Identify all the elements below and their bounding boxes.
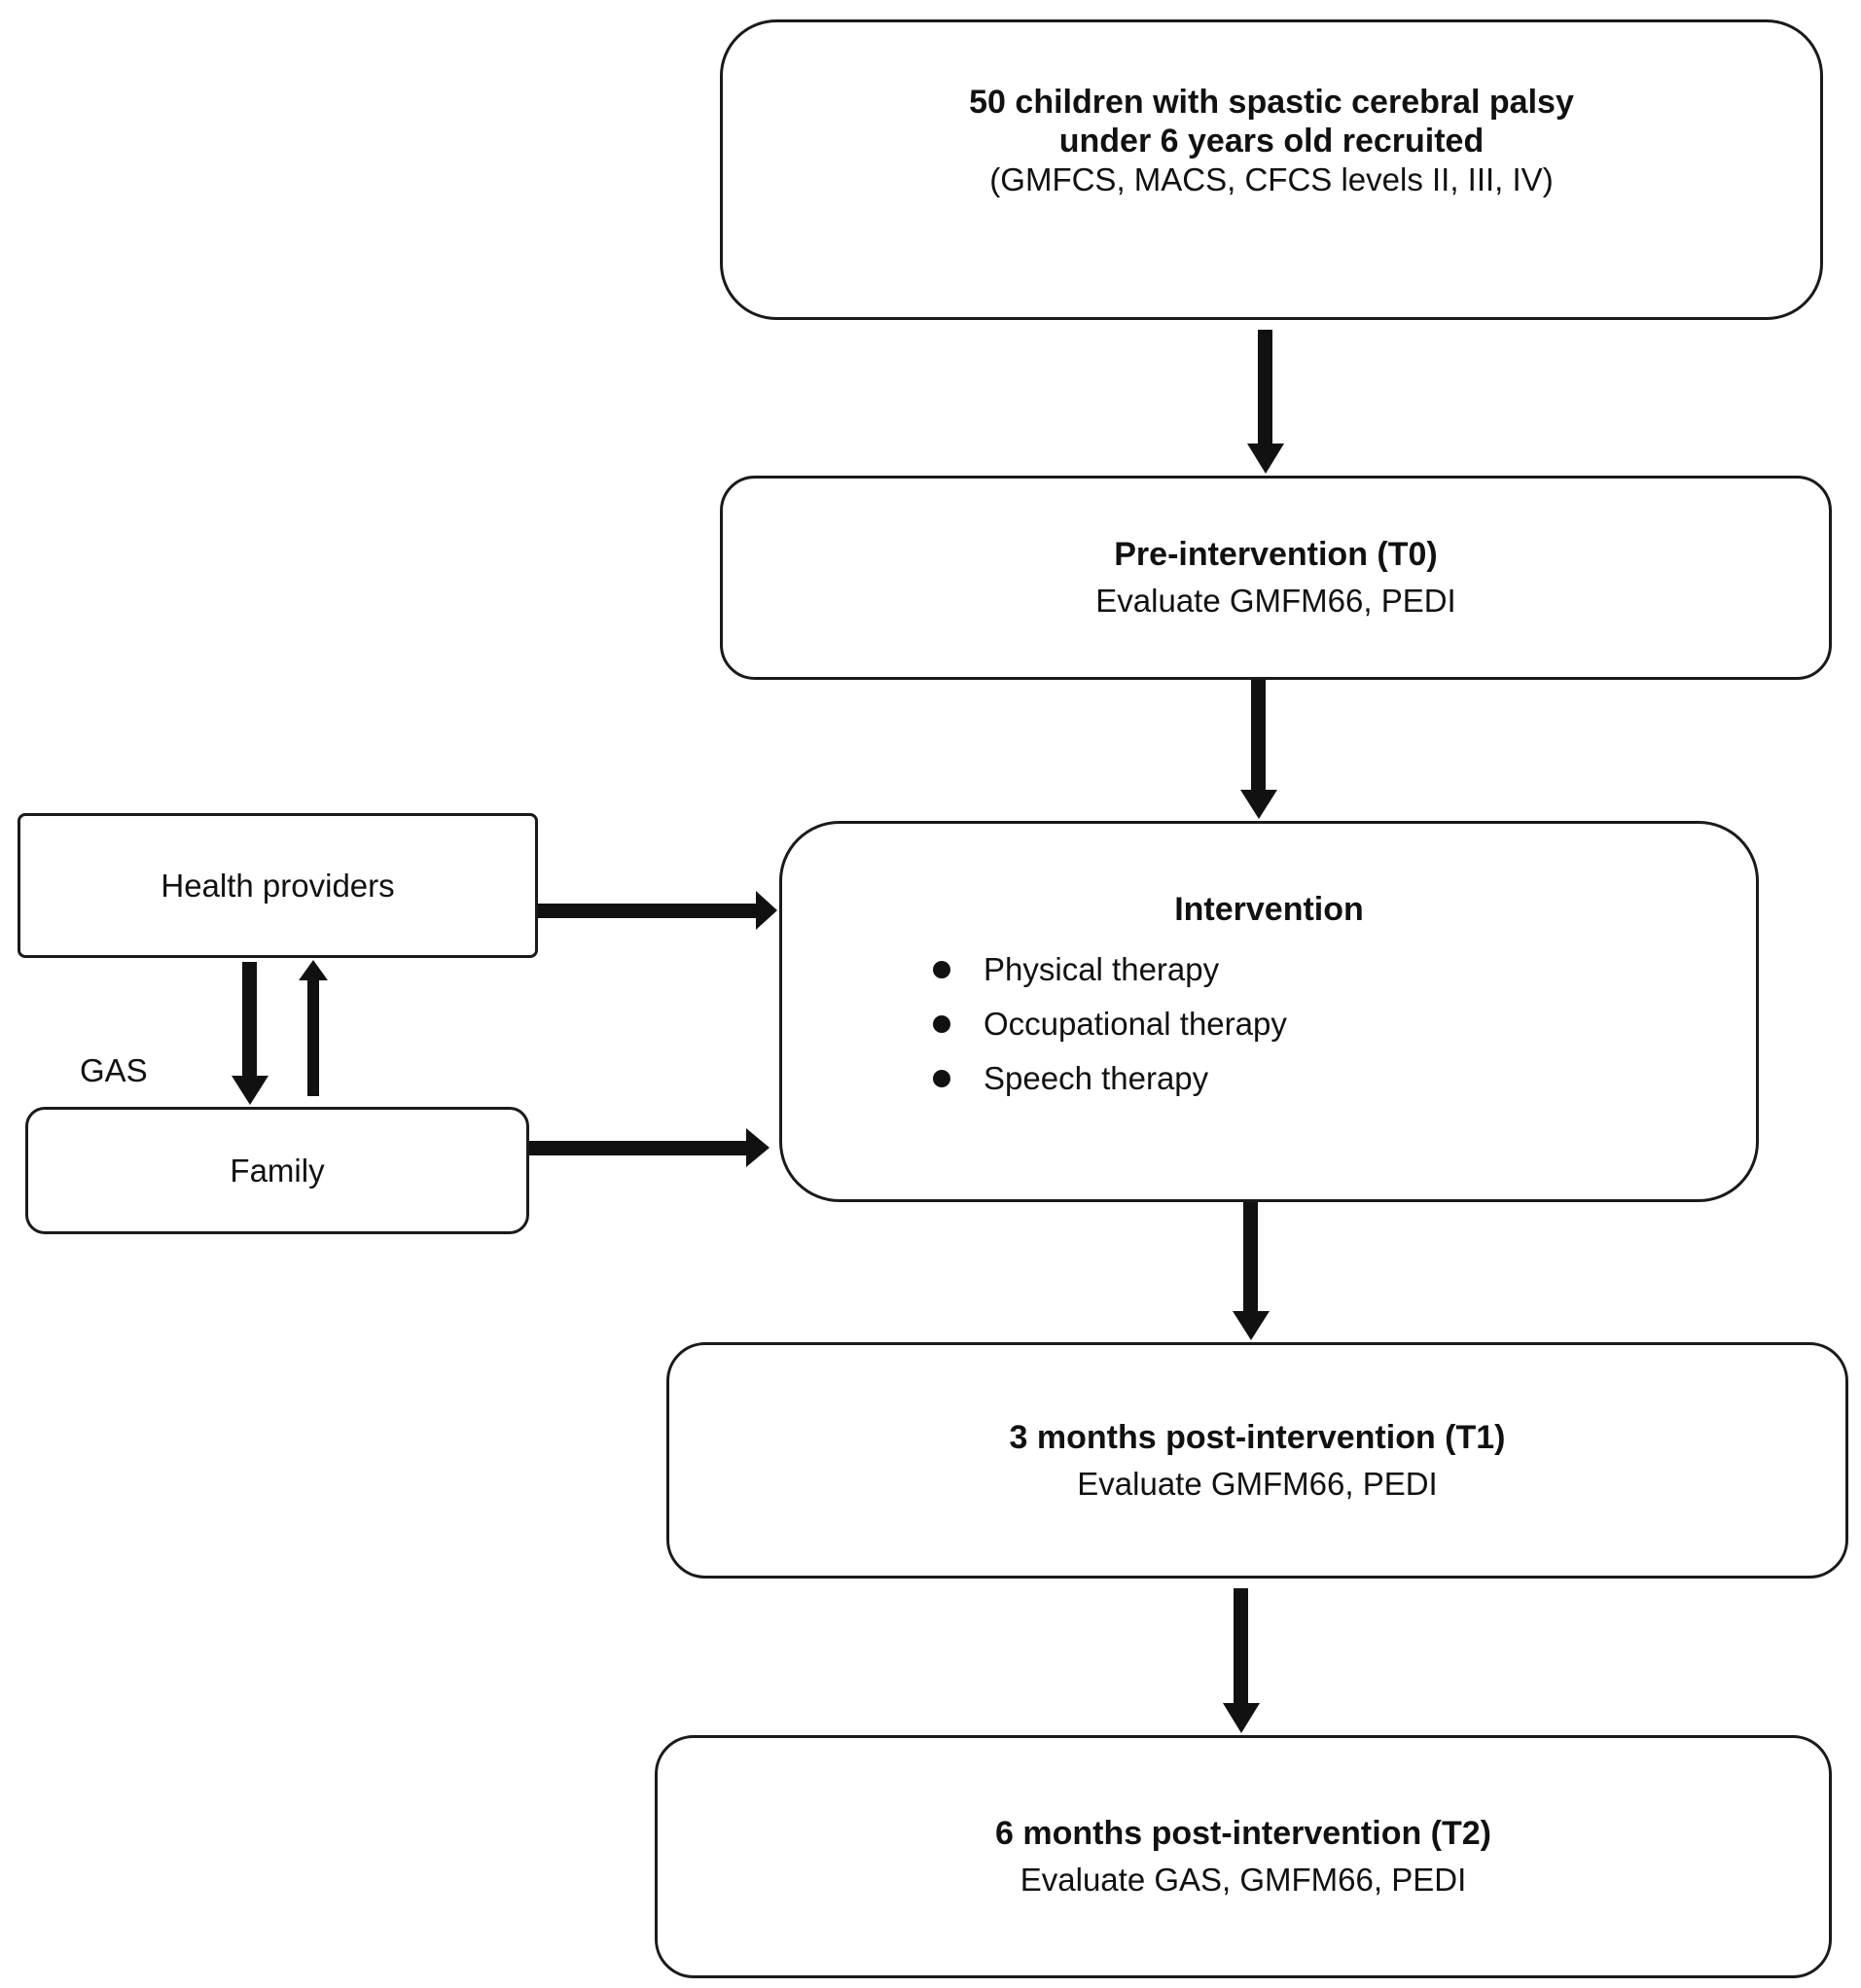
bullet-icon [933, 961, 950, 978]
intervention-item-label: Physical therapy [984, 951, 1220, 987]
arrow-recruit-to-pre-head [1247, 444, 1284, 474]
arrow-pre-to-intervention-head [1240, 790, 1277, 819]
arrow-t1-to-t2-shaft [1234, 1588, 1248, 1703]
arrow-t1-to-t2-head [1223, 1703, 1260, 1733]
health-providers-box: Health providers [18, 813, 538, 958]
t1-title: 3 months post-intervention (T1) [1009, 1418, 1506, 1456]
arrow-health-to-intervention-shaft [538, 904, 756, 918]
arrow-family-to-intervention-shaft [529, 1141, 746, 1155]
arrow-intervention-to-t1-shaft [1243, 1202, 1258, 1311]
intervention-item-label: Speech therapy [984, 1060, 1209, 1096]
arrow-health-to-family-shaft [242, 962, 257, 1076]
intervention-item-label: Occupational therapy [984, 1006, 1287, 1042]
t1-box: 3 months post-intervention (T1) Evaluate… [666, 1342, 1848, 1579]
arrow-health-to-family-head [232, 1076, 268, 1105]
list-item: Physical therapy [933, 942, 1287, 997]
health-providers-label: Health providers [161, 867, 395, 904]
arrow-family-to-intervention-head [746, 1128, 769, 1167]
t2-title: 6 months post-intervention (T2) [995, 1815, 1491, 1852]
family-box: Family [25, 1107, 529, 1234]
bullet-icon [933, 1015, 950, 1033]
pre-intervention-title: Pre-intervention (T0) [1114, 536, 1438, 573]
arrow-intervention-to-t1-head [1233, 1311, 1270, 1340]
recruitment-box: 50 children with spastic cerebral palsy … [720, 19, 1823, 320]
intervention-title: Intervention [1174, 891, 1364, 928]
pre-intervention-detail: Evaluate GMFM66, PEDI [1095, 583, 1456, 619]
arrow-family-to-health-head [299, 960, 328, 980]
recruitment-line-2: under 6 years old recruited [1058, 122, 1485, 160]
arrow-pre-to-intervention-shaft [1251, 680, 1266, 790]
list-item: Speech therapy [933, 1051, 1287, 1106]
t1-detail: Evaluate GMFM66, PEDI [1077, 1465, 1438, 1502]
intervention-list: Physical therapy Occupational therapy Sp… [933, 942, 1287, 1106]
bullet-icon [933, 1070, 950, 1087]
family-label: Family [230, 1152, 325, 1189]
recruitment-line-1: 50 children with spastic cerebral palsy [969, 83, 1574, 121]
arrow-family-to-health-shaft [307, 980, 319, 1096]
recruitment-levels: (GMFCS, MACS, CFCS levels II, III, IV) [989, 160, 1554, 197]
t2-box: 6 months post-intervention (T2) Evaluate… [655, 1735, 1832, 1978]
arrow-health-to-intervention-head [756, 891, 777, 930]
intervention-box: Intervention Physical therapy Occupation… [779, 821, 1759, 1202]
arrow-recruit-to-pre-shaft [1258, 330, 1272, 444]
list-item: Occupational therapy [933, 997, 1287, 1051]
gas-label: GAS [80, 1052, 148, 1088]
t2-detail: Evaluate GAS, GMFM66, PEDI [1020, 1862, 1467, 1898]
pre-intervention-box: Pre-intervention (T0) Evaluate GMFM66, P… [720, 476, 1832, 680]
